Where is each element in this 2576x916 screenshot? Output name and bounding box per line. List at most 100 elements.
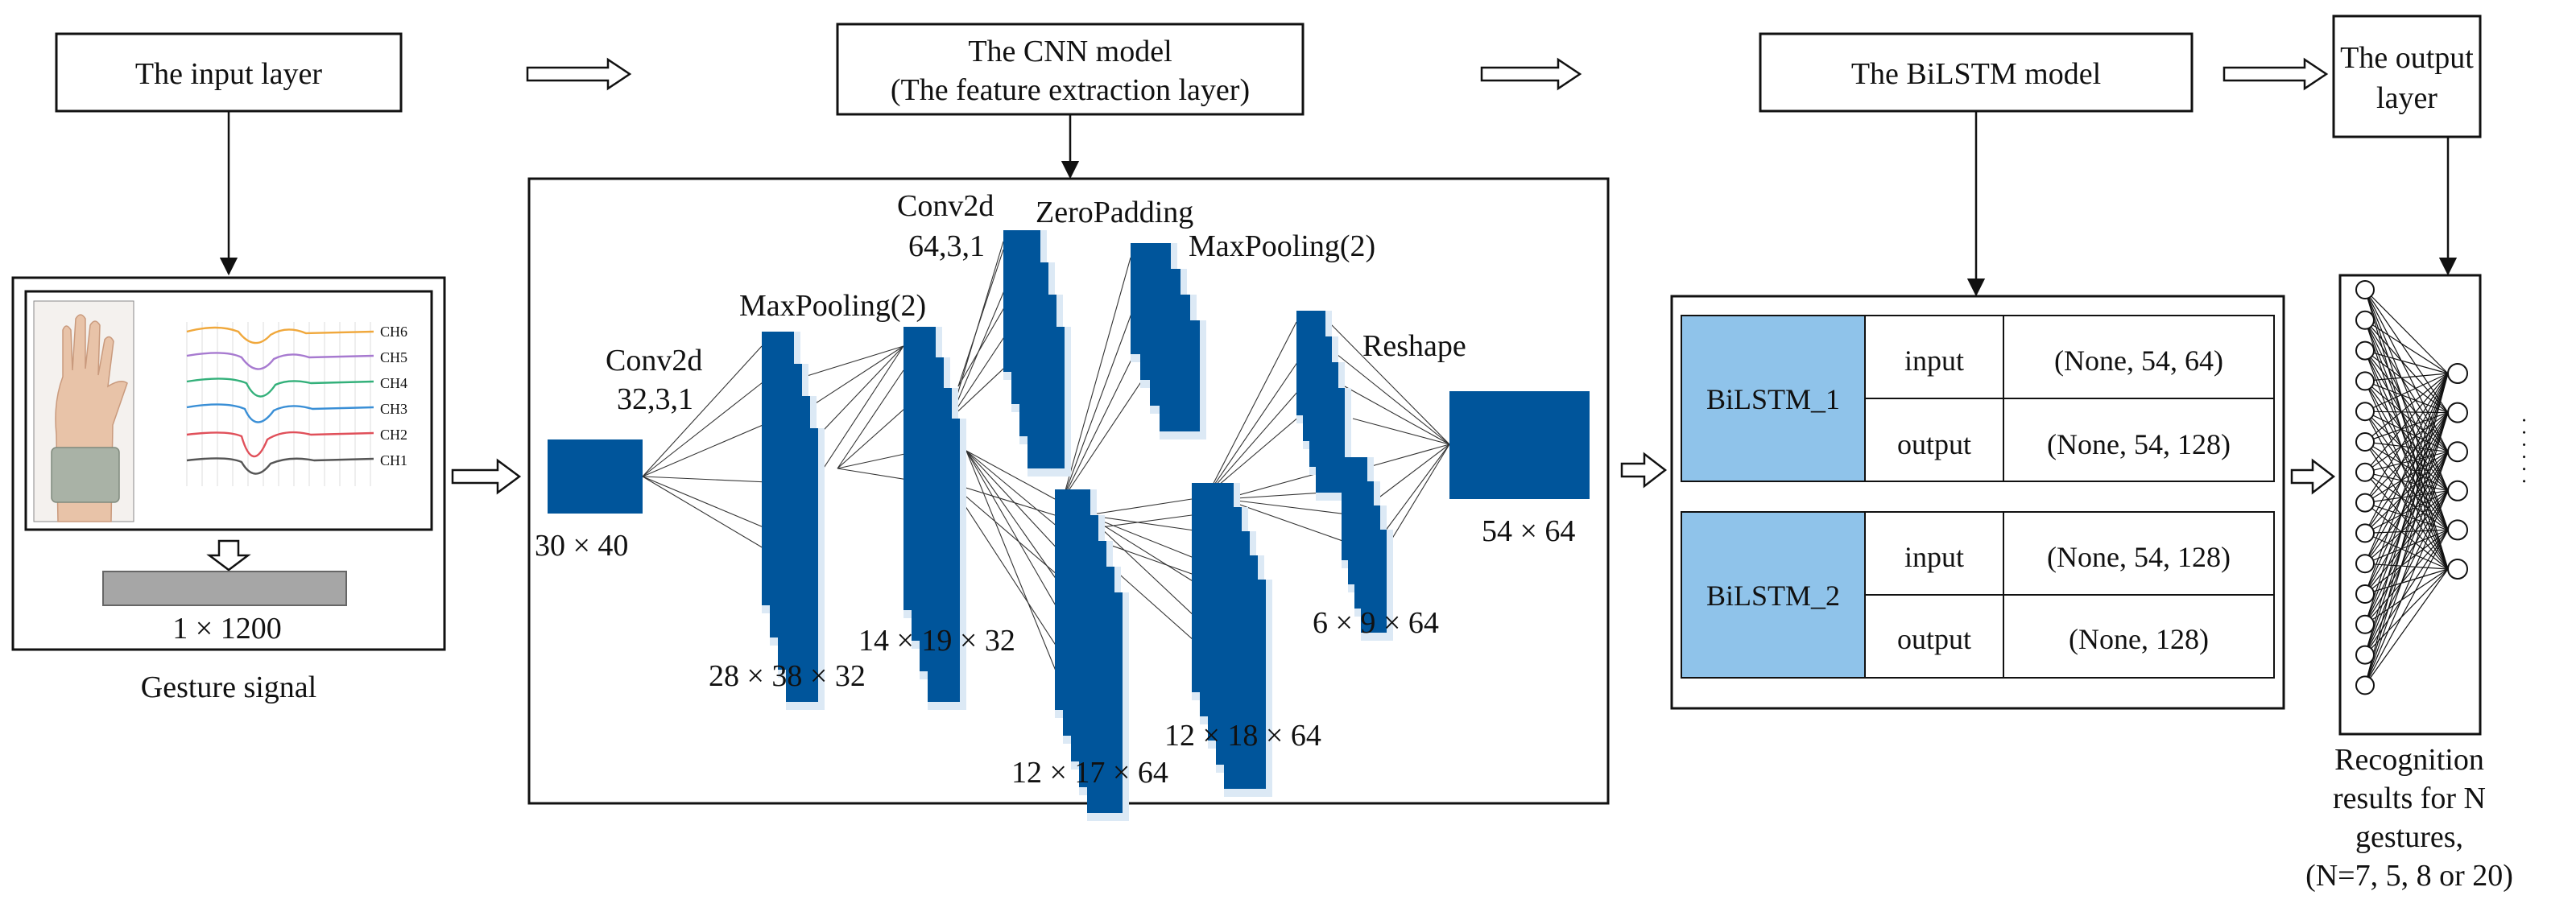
- feature-stack-28x38x32: [762, 332, 825, 710]
- output-neuron: [2447, 559, 2468, 580]
- bilstm-1-input-shape: (None, 54, 64): [2054, 345, 2223, 377]
- flow-arrow-icon: [451, 458, 522, 495]
- output-caption-line-4: (N=7, 5, 8 or 20): [2305, 859, 2513, 893]
- bilstm-1-cell: [1682, 316, 1864, 481]
- output-feature-map: [1449, 391, 1590, 499]
- bilstm-layer-1-table: BiLSTM_1 input (None, 54, 64) output (No…: [1681, 315, 2275, 482]
- bilstm-2-output-label: output: [1897, 623, 1971, 655]
- bilstm-model-title: The BiLSTM model: [1851, 57, 2101, 91]
- ch2-trace: [186, 431, 374, 458]
- output-caption-line-3: gestures,: [2355, 820, 2463, 854]
- ch3-trace: [186, 403, 374, 423]
- cnn-model-header: The CNN model (The feature extraction la…: [836, 23, 1305, 116]
- channel-label: CH4: [380, 375, 407, 391]
- input-shape-label: 30 × 40: [535, 529, 628, 563]
- pool2-label: MaxPooling(2): [1189, 229, 1375, 263]
- input-neuron: [2355, 493, 2375, 513]
- bilstm-2-input-label: input: [1904, 541, 1964, 573]
- flow-arrow-icon: [1620, 452, 1668, 489]
- shape2-label: 14 × 19 × 32: [858, 624, 1015, 658]
- ch5-trace: [186, 352, 374, 370]
- feature-stack-zeropadding: [1131, 243, 1206, 439]
- flattened-signal-vector: [102, 571, 347, 606]
- output-neuron: [2447, 480, 2468, 501]
- bilstm-2-name: BiLSTM_2: [1706, 580, 1840, 612]
- input-neuron: [2355, 554, 2375, 574]
- shape3-label: 12 × 17 × 64: [1011, 756, 1168, 790]
- channel-label: CH1: [380, 452, 407, 468]
- input-neuron: [2355, 310, 2375, 330]
- conv1-params-label: 32,3,1: [617, 382, 693, 416]
- zeropadding-label: ZeroPadding: [1036, 196, 1193, 229]
- input-neuron: [2355, 645, 2375, 665]
- pool1-label: MaxPooling(2): [739, 289, 926, 323]
- feature-stack-12x17x64: [1055, 489, 1129, 821]
- cnn-model-title: The CNN model: [968, 35, 1172, 68]
- channel-label: CH6: [380, 324, 407, 340]
- shape1-label: 28 × 38 × 32: [709, 659, 866, 693]
- input-neuron: [2355, 340, 2375, 361]
- conv2-params-label: 64,3,1: [908, 229, 985, 263]
- output-layer-header: The output layer: [2332, 14, 2482, 138]
- bilstm-panel: BiLSTM_1 input (None, 54, 64) output (No…: [1670, 295, 2285, 710]
- input-layer-title: The input layer: [135, 57, 322, 91]
- output-shape-label: 54 × 64: [1482, 514, 1575, 548]
- feature-stack-14x19x32: [903, 327, 966, 710]
- reshape-label: Reshape: [1362, 329, 1466, 363]
- bilstm-layer-2-table: BiLSTM_2 input (None, 54, 128) output (N…: [1681, 511, 2275, 679]
- output-caption-line-2: results for N: [2333, 782, 2486, 815]
- gesture-signal-caption: Gesture signal: [141, 670, 316, 704]
- bilstm-1-output-shape: (None, 54, 128): [2047, 428, 2231, 460]
- bilstm-1-input-label: input: [1904, 345, 1964, 377]
- bilstm-1-name: BiLSTM_1: [1706, 383, 1840, 415]
- bilstm-model-header: The BiLSTM model: [1759, 32, 2194, 113]
- feature-stack-12x18x64: [1192, 483, 1272, 797]
- input-feature-map: [548, 439, 643, 514]
- ch6-trace: [186, 326, 374, 345]
- ch1-trace: [186, 457, 374, 475]
- input-neuron: [2355, 402, 2375, 422]
- output-panel: · · · · · ·: [2338, 274, 2536, 736]
- shape4-label: 12 × 18 × 64: [1164, 719, 1321, 753]
- output-neuron: [2447, 402, 2468, 423]
- neuron-ellipsis: · · · · · ·: [2512, 417, 2536, 485]
- flow-arrow-icon: [526, 57, 632, 91]
- bilstm-2-input-shape: (None, 54, 128): [2047, 541, 2231, 573]
- output-neuron: [2447, 441, 2468, 463]
- output-layer-title: The output: [2340, 41, 2474, 75]
- output-layer-title-2: layer: [2376, 81, 2437, 115]
- channel-label: CH3: [380, 401, 407, 417]
- bilstm-2-output-shape: (None, 128): [2069, 623, 2209, 655]
- feature-stack-6x9x64: [1342, 457, 1393, 641]
- input-neuron: [2355, 462, 2375, 482]
- output-caption-line-1: Recognition: [2334, 743, 2484, 777]
- input-neuron: [2355, 614, 2375, 634]
- input-neuron: [2355, 432, 2375, 452]
- feature-stack-reshape: [1296, 311, 1351, 501]
- down-arrow-icon: [206, 539, 251, 571]
- bilstm-1-output-label: output: [1897, 428, 1971, 460]
- flow-arrow-icon: [2290, 458, 2336, 495]
- cnn-model-subtitle: (The feature extraction layer): [891, 73, 1250, 107]
- feature-stack-conv2: [1003, 230, 1071, 477]
- channel-label: CH5: [380, 349, 407, 365]
- input-neuron: [2355, 584, 2375, 604]
- bilstm-2-cell: [1682, 513, 1864, 677]
- flow-arrow-icon: [1480, 57, 1582, 91]
- input-neuron: [2355, 280, 2375, 299]
- input-neuron: [2355, 523, 2375, 543]
- output-neuron: [2447, 519, 2468, 541]
- conv1-label: Conv2d: [606, 344, 702, 378]
- input-layer-header: The input layer: [55, 32, 403, 113]
- vector-size-label: 1 × 1200: [172, 612, 281, 646]
- shape5-label: 6 × 9 × 64: [1313, 606, 1439, 640]
- output-neuron: [2447, 363, 2468, 384]
- ch4-trace: [186, 378, 374, 398]
- input-neuron: [2355, 371, 2375, 391]
- conv2-label: Conv2d: [897, 189, 994, 223]
- flow-arrow-icon: [2222, 57, 2329, 91]
- wrist-photo: [33, 300, 134, 522]
